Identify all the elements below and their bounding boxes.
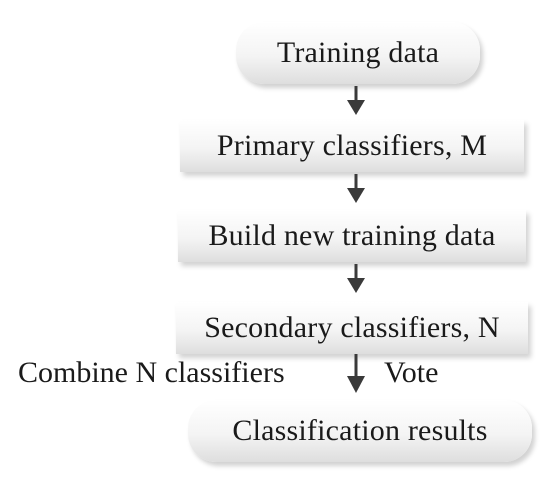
node-primary-classifiers: Primary classifiers, M bbox=[180, 120, 524, 172]
node-classification-results-label: Classification results bbox=[232, 414, 488, 447]
node-primary-classifiers-label: Primary classifiers, M bbox=[216, 129, 488, 162]
arrow-down-1 bbox=[347, 86, 365, 115]
edge-label-combine: Combine N classifiers bbox=[18, 356, 285, 389]
edge-label-vote: Vote bbox=[384, 356, 439, 389]
node-training-data: Training data bbox=[236, 22, 480, 84]
arrow-down-2 bbox=[347, 174, 365, 203]
arrow-down-3 bbox=[347, 264, 365, 293]
arrow-down-4 bbox=[347, 354, 365, 393]
node-secondary-classifiers-label: Secondary classifiers, N bbox=[204, 311, 500, 344]
node-build-new-training-data: Build new training data bbox=[178, 210, 526, 262]
node-build-new-training-data-label: Build new training data bbox=[208, 219, 496, 252]
node-training-data-label: Training data bbox=[276, 36, 440, 69]
node-secondary-classifiers: Secondary classifiers, N bbox=[176, 302, 528, 354]
node-classification-results: Classification results bbox=[188, 400, 532, 462]
